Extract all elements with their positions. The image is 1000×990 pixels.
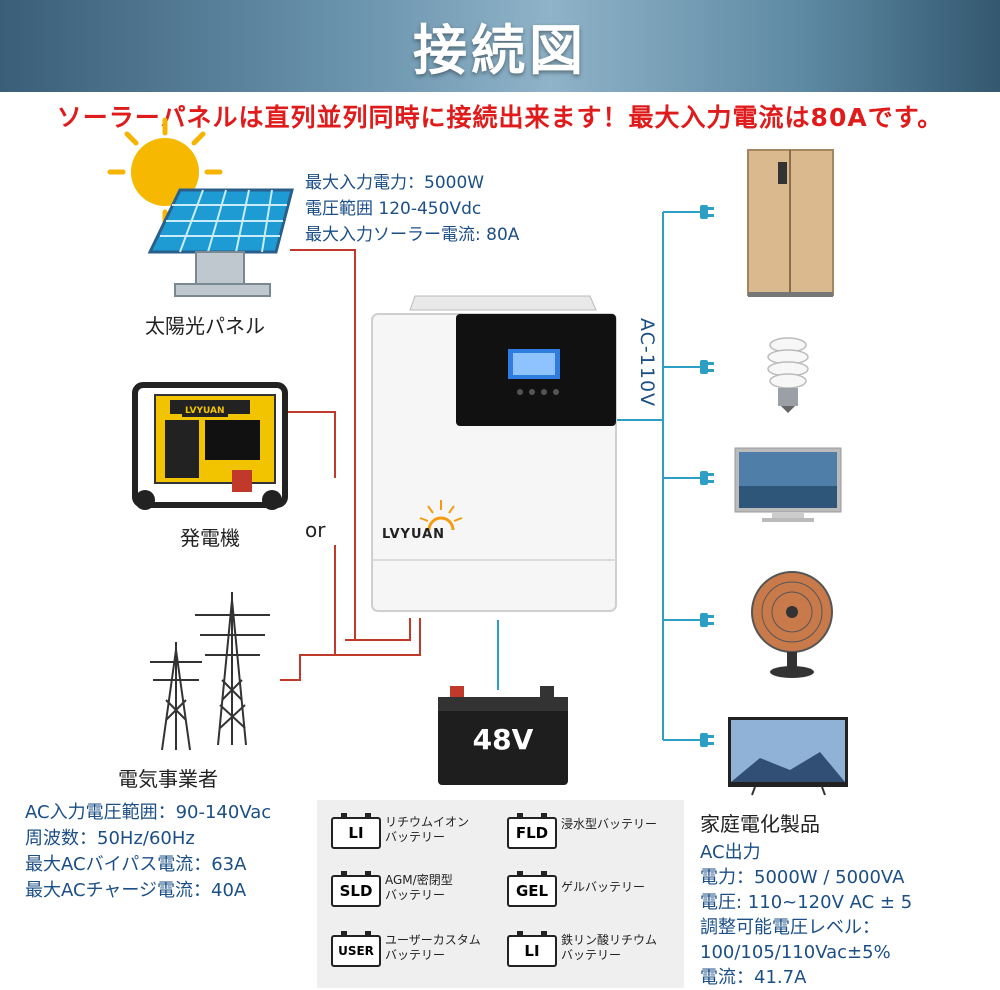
generator-icon <box>132 382 288 510</box>
generator-brand: LVYUAN <box>182 405 228 417</box>
battery-types-panel: LI リチウムイオン バッテリー FLD 浸水型バッテリー SLD AGM/密閉… <box>317 800 684 988</box>
battery-badge: SLD <box>331 871 381 907</box>
generator-label: 発電機 <box>180 526 240 550</box>
plug-icon <box>700 613 714 627</box>
output-wires <box>497 211 700 741</box>
appliances-label: 家庭電化製品 <box>700 812 820 836</box>
television-icon <box>728 717 848 796</box>
or-label: or <box>305 518 326 542</box>
battery-badge: USER <box>331 931 381 967</box>
grid-label: 電気事業者 <box>118 767 218 791</box>
battery-label: 48V <box>472 723 534 756</box>
solar-spec-line: 最大入力ソーラー電流: 80A <box>305 225 520 245</box>
refrigerator-icon <box>747 149 834 297</box>
plug-icon <box>700 205 714 219</box>
plug-icon <box>700 360 714 374</box>
inverter-brand: LVYUAN <box>382 527 446 542</box>
battery-type-text: リチウムイオン バッテリー <box>385 815 470 844</box>
battery-type-text: ゲルバッテリー <box>561 880 646 894</box>
headline-note: ソーラーパネルは直列並列同時に接続出来ます！最大入力電流は80Aです。 <box>56 103 944 132</box>
inverter-device <box>371 295 617 612</box>
solar-panel-icon <box>147 188 294 297</box>
grid-spec-line: AC入力電圧範囲：90-140Vac <box>25 802 272 823</box>
page-title: 接続図 <box>413 19 587 82</box>
ac-line-label: AC-110V <box>636 318 658 408</box>
input-wires <box>280 249 421 681</box>
appliance-spec-line: 100/105/110Vac±5% <box>700 942 891 963</box>
appliances-specs: AC出力 電力：5000W / 5000VA 電圧: 110~120V AC ±… <box>700 840 912 990</box>
grid-spec-line: 最大ACチャージ電流：40A <box>25 880 247 901</box>
header-banner <box>0 0 1000 92</box>
battery-badge: GEL <box>507 871 557 907</box>
battery-badge: LI <box>331 813 381 849</box>
appliance-spec-line: 電力：5000W / 5000VA <box>700 867 905 888</box>
plug-icons <box>700 205 714 747</box>
monitor-icon <box>734 447 842 522</box>
grid-specs: AC入力電圧範囲：90-140Vac 周波数：50Hz/60Hz 最大ACバイパ… <box>25 800 271 904</box>
battery-type-text: 鉄リン酸リチウム バッテリー <box>561 933 658 962</box>
solar-specs: 最大入力電力：5000W 電圧範囲 120-450Vdc 最大入力ソーラー電流:… <box>305 170 519 248</box>
battery-icon <box>438 686 568 785</box>
light-bulb-icon <box>767 337 809 413</box>
battery-badge: LI <box>507 931 557 967</box>
solar-spec-line: 最大入力電力：5000W <box>305 173 485 193</box>
appliance-spec-line: AC出力 <box>700 842 761 863</box>
solar-panel-label: 太陽光パネル <box>145 314 265 338</box>
battery-type-text: 浸水型バッテリー <box>561 817 658 831</box>
appliance-spec-line: 電流：41.7A <box>700 967 807 988</box>
power-tower-icon <box>150 592 270 751</box>
appliance-spec-line: 調整可能電圧レベル： <box>700 917 880 938</box>
battery-type-text: AGM/密閉型 バッテリー <box>385 873 453 902</box>
grid-spec-line: 最大ACバイパス電流：63A <box>25 854 247 875</box>
plug-icon <box>700 733 714 747</box>
grid-spec-line: 周波数：50Hz/60Hz <box>25 828 195 849</box>
battery-badge: FLD <box>507 813 557 849</box>
inverter-logo-sun-icon <box>419 500 463 522</box>
battery-type-text: ユーザーカスタム バッテリー <box>385 933 481 962</box>
plug-icon <box>700 471 714 485</box>
solar-spec-line: 電圧範囲 120-450Vdc <box>305 199 482 219</box>
appliance-spec-line: 電圧: 110~120V AC ± 5 <box>700 892 913 913</box>
fan-icon <box>751 571 833 678</box>
